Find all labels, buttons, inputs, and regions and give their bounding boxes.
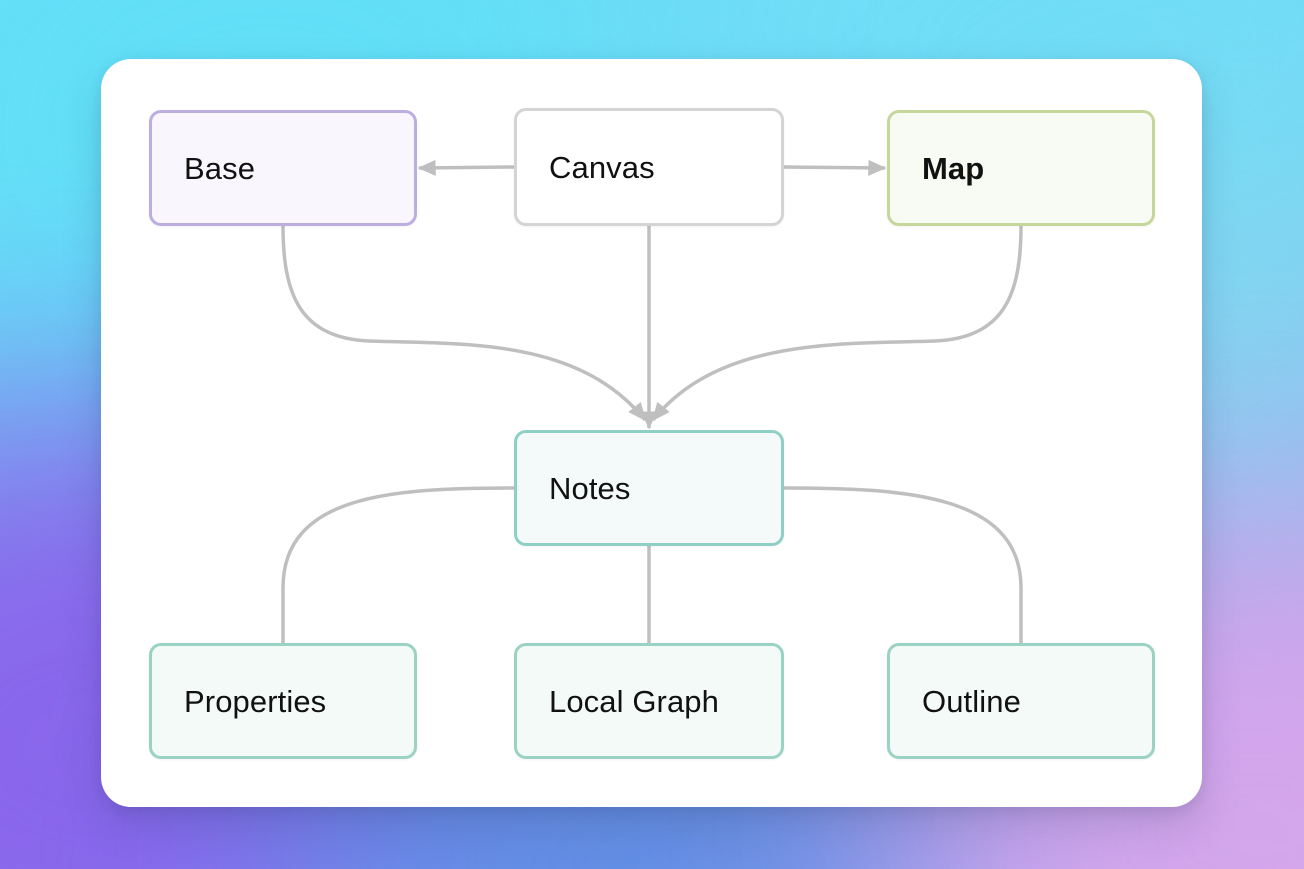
node-notes[interactable]: Notes [514, 430, 784, 546]
node-label-notes: Notes [549, 470, 631, 506]
node-label-properties: Properties [184, 683, 327, 719]
node-label-map: Map [922, 150, 985, 186]
node-base[interactable]: Base [149, 110, 417, 226]
node-label-local_graph: Local Graph [549, 683, 719, 719]
node-label-outline: Outline [922, 683, 1021, 719]
node-canvas[interactable]: Canvas [514, 108, 784, 226]
node-map[interactable]: Map [887, 110, 1155, 226]
node-label-base: Base [184, 150, 256, 186]
node-label-canvas: Canvas [549, 149, 655, 185]
node-outline[interactable]: Outline [887, 643, 1155, 759]
node-local_graph[interactable]: Local Graph [514, 643, 784, 759]
node-properties[interactable]: Properties [149, 643, 417, 759]
